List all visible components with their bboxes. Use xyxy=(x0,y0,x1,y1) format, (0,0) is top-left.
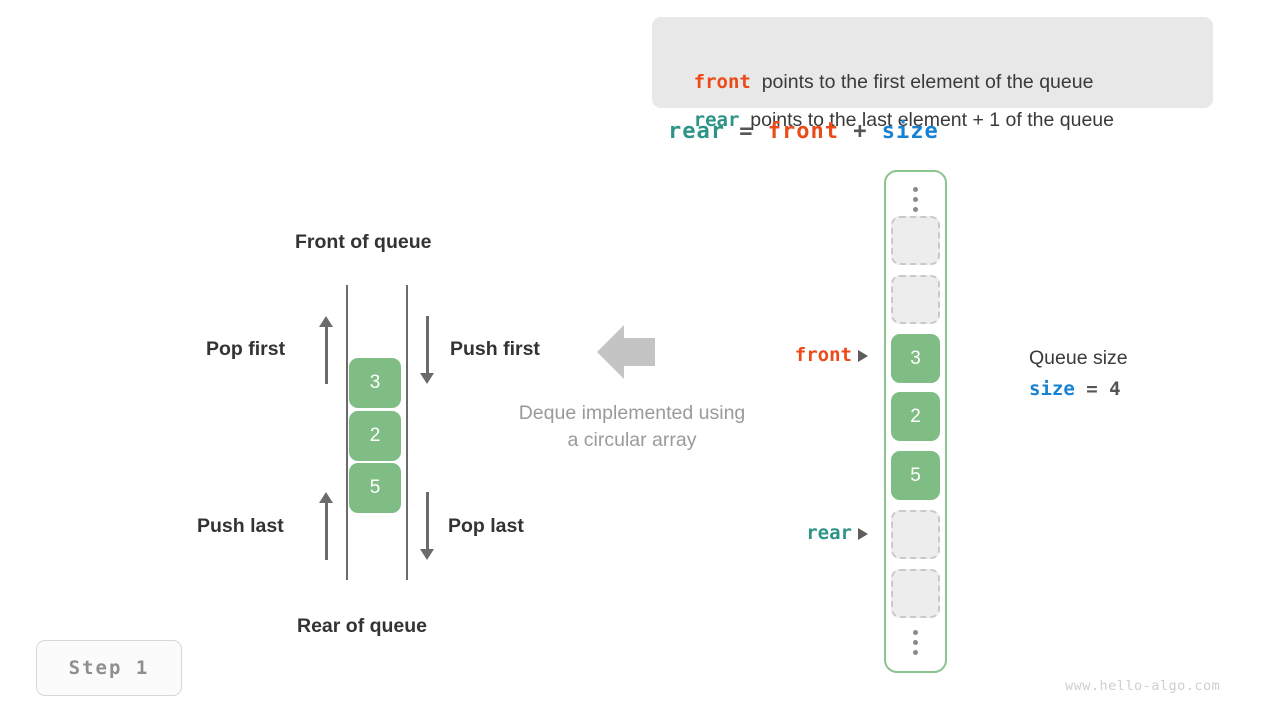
legend-front-text: points to the first element of the queue xyxy=(750,71,1094,93)
legend-rear-text: points to the last element + 1 of the qu… xyxy=(739,109,1114,131)
size-value: 4 xyxy=(1109,378,1121,400)
rear-pointer-text: rear xyxy=(806,522,852,544)
push-first-arrow-icon xyxy=(417,316,437,384)
step-badge: Step 1 xyxy=(36,640,182,696)
front-keyword: front xyxy=(693,71,751,93)
rear-pointer-label: rear xyxy=(700,522,868,544)
rear-formula: rear = front + size xyxy=(668,119,939,144)
queue-size-expression: size = 4 xyxy=(1029,374,1128,405)
top-ellipsis-icon xyxy=(913,187,918,217)
front-of-queue-label: Front of queue xyxy=(295,231,432,253)
array-slot-empty xyxy=(891,216,940,265)
pop-last-arrow-icon xyxy=(417,492,437,560)
site-watermark: www.hello-algo.com xyxy=(1065,678,1221,694)
deque-rail-left xyxy=(346,285,348,580)
deque-rail-right xyxy=(406,285,408,580)
pop-first-arrow-icon xyxy=(316,316,336,384)
pointer-legend-box: front points to the first element of the… xyxy=(652,17,1213,131)
array-slot-filled: 2 xyxy=(891,392,940,441)
legend-line-rear: rear points to the last element + 1 of t… xyxy=(672,69,1213,131)
front-pointer-arrow-icon xyxy=(858,349,868,362)
formula-plus: + xyxy=(838,119,882,144)
circular-array-container: 3 2 5 xyxy=(884,170,947,673)
queue-size-label: Queue size xyxy=(1029,347,1128,369)
deque-cell: 3 xyxy=(349,358,401,408)
array-slot-empty xyxy=(891,569,940,618)
pop-first-label: Pop first xyxy=(206,338,286,360)
array-slot-empty xyxy=(891,275,940,324)
size-equals: = xyxy=(1074,378,1110,400)
formula-equals: = xyxy=(724,119,768,144)
pop-last-label: Pop last xyxy=(448,515,524,537)
size-variable: size xyxy=(1029,378,1075,400)
legend-line-front: front points to the first element of the… xyxy=(672,31,1213,93)
array-slot-filled: 3 xyxy=(891,334,940,383)
push-last-label: Push last xyxy=(197,515,284,537)
formula-rear: rear xyxy=(668,119,725,144)
caption-line-2: a circular array xyxy=(567,429,697,451)
bottom-ellipsis-icon xyxy=(913,630,918,660)
formula-size: size xyxy=(881,119,939,144)
front-pointer-text: front xyxy=(794,344,852,366)
push-first-label: Push first xyxy=(450,338,540,360)
deque-cell: 2 xyxy=(349,411,401,461)
queue-size-info: Queue size size = 4 xyxy=(1029,343,1128,405)
rear-of-queue-label: Rear of queue xyxy=(297,615,428,637)
left-pointing-arrow-icon xyxy=(597,325,655,379)
rear-keyword: rear xyxy=(693,109,740,131)
diagram-caption: Deque implemented using a circular array xyxy=(482,400,782,454)
caption-line-1: Deque implemented using xyxy=(518,402,746,424)
push-last-arrow-icon xyxy=(316,492,336,560)
array-slot-empty xyxy=(891,510,940,559)
deque-cell: 5 xyxy=(349,463,401,513)
rear-pointer-arrow-icon xyxy=(858,527,868,540)
front-pointer-label: front xyxy=(700,344,868,366)
array-slot-filled: 5 xyxy=(891,451,940,500)
formula-front: front xyxy=(767,119,839,144)
